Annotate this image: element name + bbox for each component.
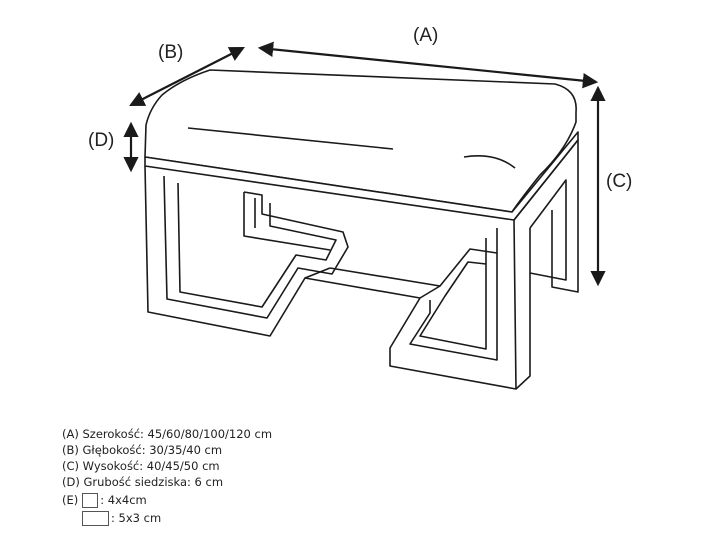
legend-width-text: (A) Szerokość: 45/60/80/100/120 cm xyxy=(62,427,273,441)
profile-rectangle-swatch xyxy=(82,510,109,526)
legend-row-profile-option-1: (E) : 4x4cm xyxy=(62,492,272,508)
legend-row-height: (C) Wysokość: 40/45/50 cm xyxy=(62,458,272,474)
legend-row-width: (A) Szerokość: 45/60/80/100/120 cm xyxy=(62,426,272,442)
dimension-arrow-b xyxy=(129,47,245,106)
dimension-label-a: (A) xyxy=(413,25,439,46)
dimension-label-c: (C) xyxy=(606,171,633,192)
dimension-label-d: (D) xyxy=(88,130,115,151)
legend-profile-option-1-text: : 4x4cm xyxy=(100,493,147,507)
legend-depth-text: (B) Głębokość: 30/35/40 cm xyxy=(62,443,223,457)
seat-cushion xyxy=(144,69,579,221)
profile-square-swatch xyxy=(82,492,99,508)
metal-frame xyxy=(144,139,579,390)
legend-thickness-text: (D) Grubość siedziska: 6 cm xyxy=(62,475,224,489)
legend-row-profile-option-2: : 5x3 cm xyxy=(62,510,272,526)
legend-profile-label: (E) xyxy=(62,493,79,507)
legend-height-text: (C) Wysokość: 40/45/50 cm xyxy=(62,459,220,473)
dimension-legend: (A) Szerokość: 45/60/80/100/120 cm (B) G… xyxy=(62,426,272,526)
legend-row-depth: (B) Głębokość: 30/35/40 cm xyxy=(62,442,272,458)
dimension-arrow-a xyxy=(257,41,599,89)
dimension-label-b: (B) xyxy=(158,42,184,63)
legend-profile-option-2-text: : 5x3 cm xyxy=(111,511,162,525)
legend-row-thickness: (D) Grubość siedziska: 6 cm xyxy=(62,474,272,490)
